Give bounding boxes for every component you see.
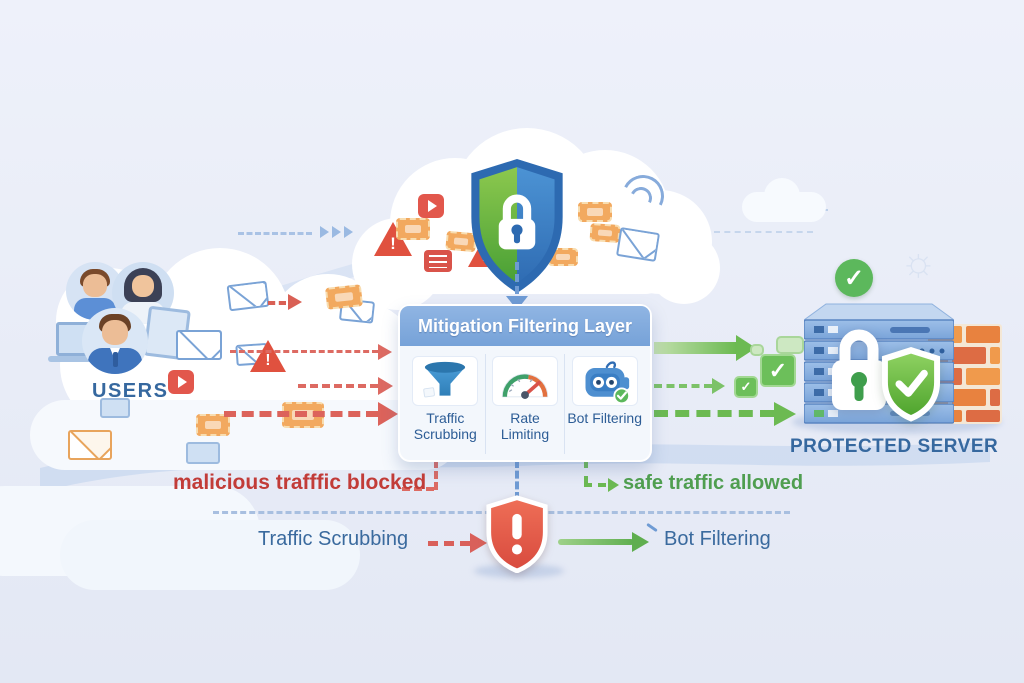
malicious-arrow-dash bbox=[230, 350, 378, 353]
play-badge-icon bbox=[418, 194, 444, 218]
legend-red-dash bbox=[428, 541, 470, 546]
safe-arrow-dash bbox=[654, 410, 774, 417]
sun-sketch-icon bbox=[900, 240, 937, 285]
avatar-user-3 bbox=[82, 308, 148, 374]
safe-allowed-label: safe traffic allowed bbox=[623, 472, 804, 494]
padlock-icon bbox=[832, 329, 886, 410]
flow-dashes bbox=[683, 231, 813, 233]
legend-bot-filtering: Bot Filtering bbox=[664, 528, 771, 550]
malicious-arrowhead bbox=[378, 402, 401, 426]
chevron-right-icon bbox=[320, 226, 329, 238]
packet-icon bbox=[396, 218, 430, 240]
malicious-arrow-dash bbox=[224, 411, 378, 417]
filter-label: Rate Limiting bbox=[500, 410, 550, 442]
legend-green-arrowhead bbox=[632, 532, 652, 552]
alert-shield-icon bbox=[486, 495, 548, 573]
chevron-right-icon bbox=[344, 226, 353, 238]
filter-cell-traffic-scrubbing: Traffic Scrubbing bbox=[406, 354, 485, 454]
malicious-arrowhead bbox=[378, 344, 395, 360]
filter-cell-bot-filtering: Bot Filtering bbox=[564, 354, 644, 454]
packet-icon bbox=[186, 442, 220, 464]
safe-packet-icon bbox=[750, 344, 764, 356]
packet-icon bbox=[589, 222, 621, 244]
chevron-right-icon bbox=[332, 226, 341, 238]
cloud-icon bbox=[764, 178, 800, 214]
filter-cell-rate-limiting: Rate Limiting bbox=[484, 354, 565, 454]
safe-packet-icon bbox=[776, 336, 804, 354]
packet-icon bbox=[196, 414, 230, 436]
mitigation-box-body: Traffic Scrubbing bbox=[400, 346, 650, 460]
malicious-mini-dash bbox=[268, 301, 286, 305]
shield-lock-icon bbox=[471, 159, 563, 293]
malicious-arrow-dash bbox=[298, 384, 378, 388]
packet-icon bbox=[578, 202, 612, 222]
funnel-icon bbox=[412, 356, 479, 406]
mitigation-box-header: Mitigation Filtering Layer bbox=[400, 306, 650, 346]
cloud-to-box-dash bbox=[515, 262, 519, 294]
flow-dashes bbox=[238, 232, 312, 235]
filter-label: Traffic Scrubbing bbox=[413, 410, 477, 442]
gauge-icon bbox=[492, 356, 558, 406]
malicious-blocked-label: malicious trafffic blocked bbox=[173, 471, 427, 494]
filter-label: Bot Filtering bbox=[567, 410, 643, 426]
legend-red-arrowhead bbox=[470, 533, 490, 553]
safe-connector-dash bbox=[584, 460, 588, 484]
malicious-arrowhead bbox=[378, 377, 396, 395]
envelope-icon bbox=[176, 330, 222, 360]
packet-list-icon bbox=[424, 250, 452, 272]
robot-icon bbox=[571, 356, 638, 406]
blocked-connector-dash bbox=[434, 460, 438, 490]
envelope-icon bbox=[615, 227, 661, 262]
malicious-mini-arrowhead bbox=[288, 294, 305, 310]
safe-packet-icon bbox=[760, 354, 796, 387]
cloud-icon bbox=[60, 520, 360, 590]
mitigation-filtering-layer-box: Mitigation Filtering Layer Traffic Scrub… bbox=[398, 304, 652, 462]
protected-server-label: PROTECTED SERVER bbox=[790, 436, 999, 457]
safe-arrow-dash bbox=[654, 384, 712, 388]
legend-traffic-scrubbing: Traffic Scrubbing bbox=[258, 528, 409, 550]
play-badge-icon bbox=[168, 370, 194, 394]
users-label: USERS bbox=[92, 380, 169, 402]
packet-icon bbox=[324, 284, 364, 310]
shield-check-icon bbox=[881, 347, 941, 422]
safe-arrowhead bbox=[712, 378, 728, 394]
safe-arrowhead bbox=[774, 402, 799, 426]
legend-green-line bbox=[558, 539, 634, 545]
blocked-connector-dash bbox=[402, 487, 434, 491]
packet-icon bbox=[100, 398, 130, 418]
safe-packet-icon bbox=[734, 376, 758, 398]
safe-connector-dash bbox=[584, 483, 606, 487]
safe-arrow-solid bbox=[654, 342, 736, 354]
envelope-icon bbox=[226, 280, 270, 312]
envelope-icon bbox=[68, 430, 112, 460]
check-circle-icon bbox=[835, 259, 873, 297]
safe-connector-arrowhead bbox=[608, 478, 622, 492]
laptop-base bbox=[48, 356, 108, 362]
center-connector-dash bbox=[515, 460, 519, 500]
